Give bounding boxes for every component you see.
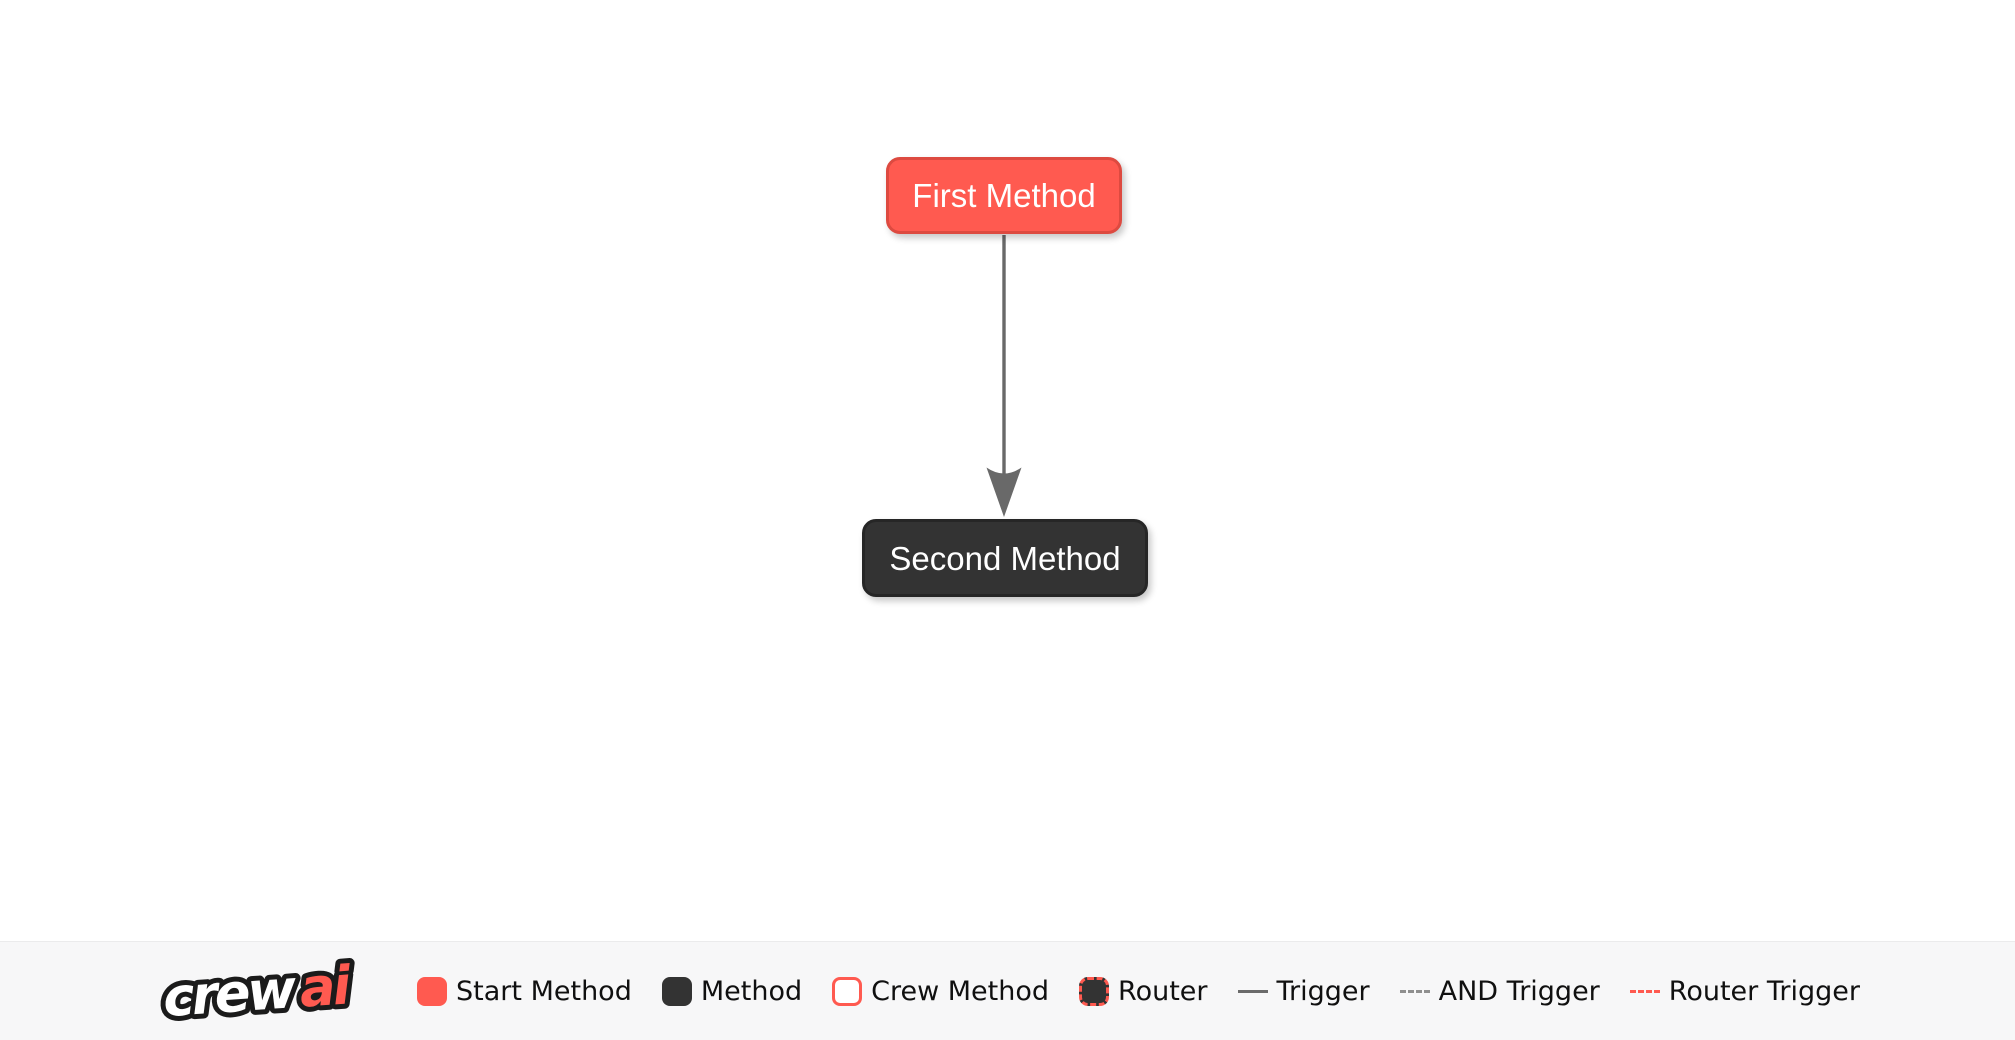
node-first-method[interactable]: First Method xyxy=(886,157,1122,234)
node-label: First Method xyxy=(912,177,1096,214)
legend-item-router-trigger: Router Trigger xyxy=(1629,975,1860,1007)
router-swatch-icon xyxy=(1079,976,1110,1006)
legend-item-router: Router xyxy=(1079,975,1208,1007)
crewai-logo-icon: crew ai crew ai crew ai xyxy=(155,953,362,1029)
legend-label: Start Method xyxy=(456,975,632,1007)
logo-text-crew: crew xyxy=(161,959,299,1029)
method-swatch-icon xyxy=(661,976,692,1006)
and-trigger-line-icon xyxy=(1399,989,1430,993)
legend-label: Router Trigger xyxy=(1668,975,1860,1007)
edge-layer xyxy=(986,235,1022,517)
crew-method-swatch-icon xyxy=(832,976,863,1006)
legend-label: Trigger xyxy=(1276,975,1370,1007)
legend-item-method: Method xyxy=(661,975,803,1007)
router-trigger-line-icon xyxy=(1629,989,1660,993)
logo-text-ai: ai xyxy=(298,955,354,1019)
legend-label: AND Trigger xyxy=(1438,975,1600,1007)
legend-label: Method xyxy=(700,975,803,1007)
flow-canvas[interactable]: First Method Second Method xyxy=(0,0,2015,941)
node-second-method[interactable]: Second Method xyxy=(862,519,1148,597)
legend-label: Router xyxy=(1118,975,1208,1007)
legend-item-start-method: Start Method xyxy=(417,975,632,1007)
arrowhead-icon xyxy=(986,467,1022,517)
legend-item-trigger: Trigger xyxy=(1237,975,1370,1007)
crewai-logo: crew ai crew ai crew ai xyxy=(155,953,381,1029)
footer-legend-bar: crew ai crew ai crew ai Start Method Met… xyxy=(0,941,2015,1040)
start-method-swatch-icon xyxy=(417,976,448,1006)
legend-item-crew-method: Crew Method xyxy=(832,975,1050,1007)
trigger-line-icon xyxy=(1237,989,1268,993)
svg-text:crew: crew xyxy=(161,959,299,1029)
legend-label: Crew Method xyxy=(871,975,1050,1007)
node-label: Second Method xyxy=(889,539,1121,577)
legend-item-and-trigger: AND Trigger xyxy=(1399,975,1600,1007)
